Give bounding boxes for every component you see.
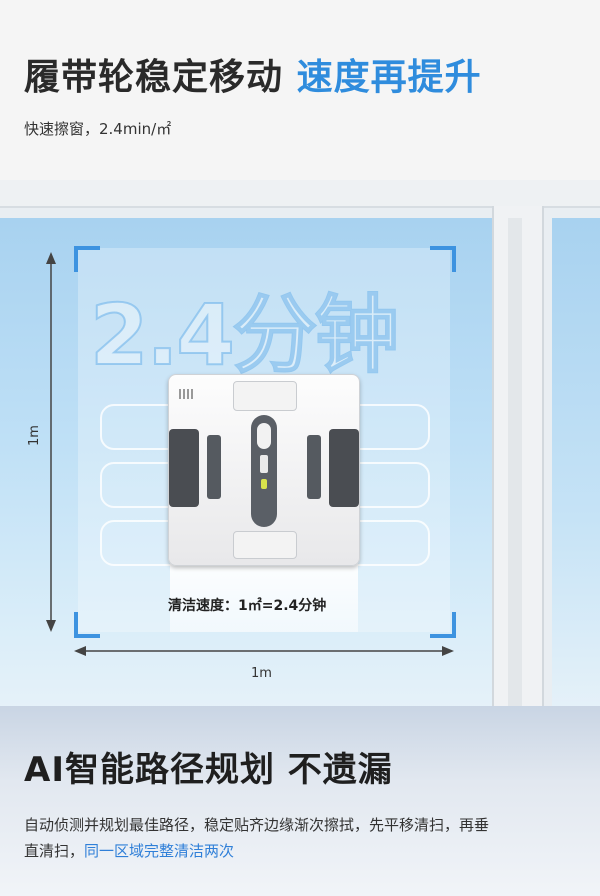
speed-watermark-text: 2.4分钟 [89, 285, 400, 385]
feature-desc-text: 自动侦测并规划最佳路径，稳定贴齐边缘渐次擦拭，先平移清扫，再垂直清扫， [24, 816, 490, 860]
corner-bracket-icon [74, 612, 100, 638]
corner-bracket-icon [430, 612, 456, 638]
cleaning-speed-label: 清洁速度：1㎡=2.4分钟 [168, 598, 327, 614]
corner-bracket-icon [430, 246, 456, 272]
page-subtitle: 快速擦窗，2.4min/㎡ [24, 120, 172, 138]
feature-desc-highlight: 同一区域完整清洁两次 [84, 842, 235, 860]
window-illustration [0, 180, 600, 740]
window-cleaning-robot-image [168, 374, 360, 566]
horizontal-dimension-label: 1m [251, 666, 272, 681]
corner-bracket-icon [74, 246, 100, 272]
feature-title: AI智能路径规划 不遗漏 [24, 750, 393, 790]
window-pane-right [552, 218, 600, 720]
vertical-dimension-label: 1m [26, 425, 42, 446]
horizontal-dimension-arrow-icon [74, 646, 454, 656]
header-section: 履带轮稳定移动 速度再提升 快速擦窗，2.4min/㎡ [0, 0, 600, 180]
title-blue-part: 速度再提升 [296, 57, 482, 98]
feature-section [0, 706, 600, 896]
robot-cleaned-trail [170, 560, 358, 632]
title-dark-part: 履带轮稳定移动 [24, 57, 284, 98]
window-frame-top [0, 180, 600, 208]
page-title: 履带轮稳定移动 速度再提升 [24, 48, 482, 100]
feature-description: 自动侦测并规划最佳路径，稳定贴齐边缘渐次擦拭，先平移清扫，再垂直清扫，同一区域完… [24, 812, 494, 864]
window-mullion [492, 206, 544, 740]
vertical-dimension-arrow-icon [46, 252, 56, 632]
